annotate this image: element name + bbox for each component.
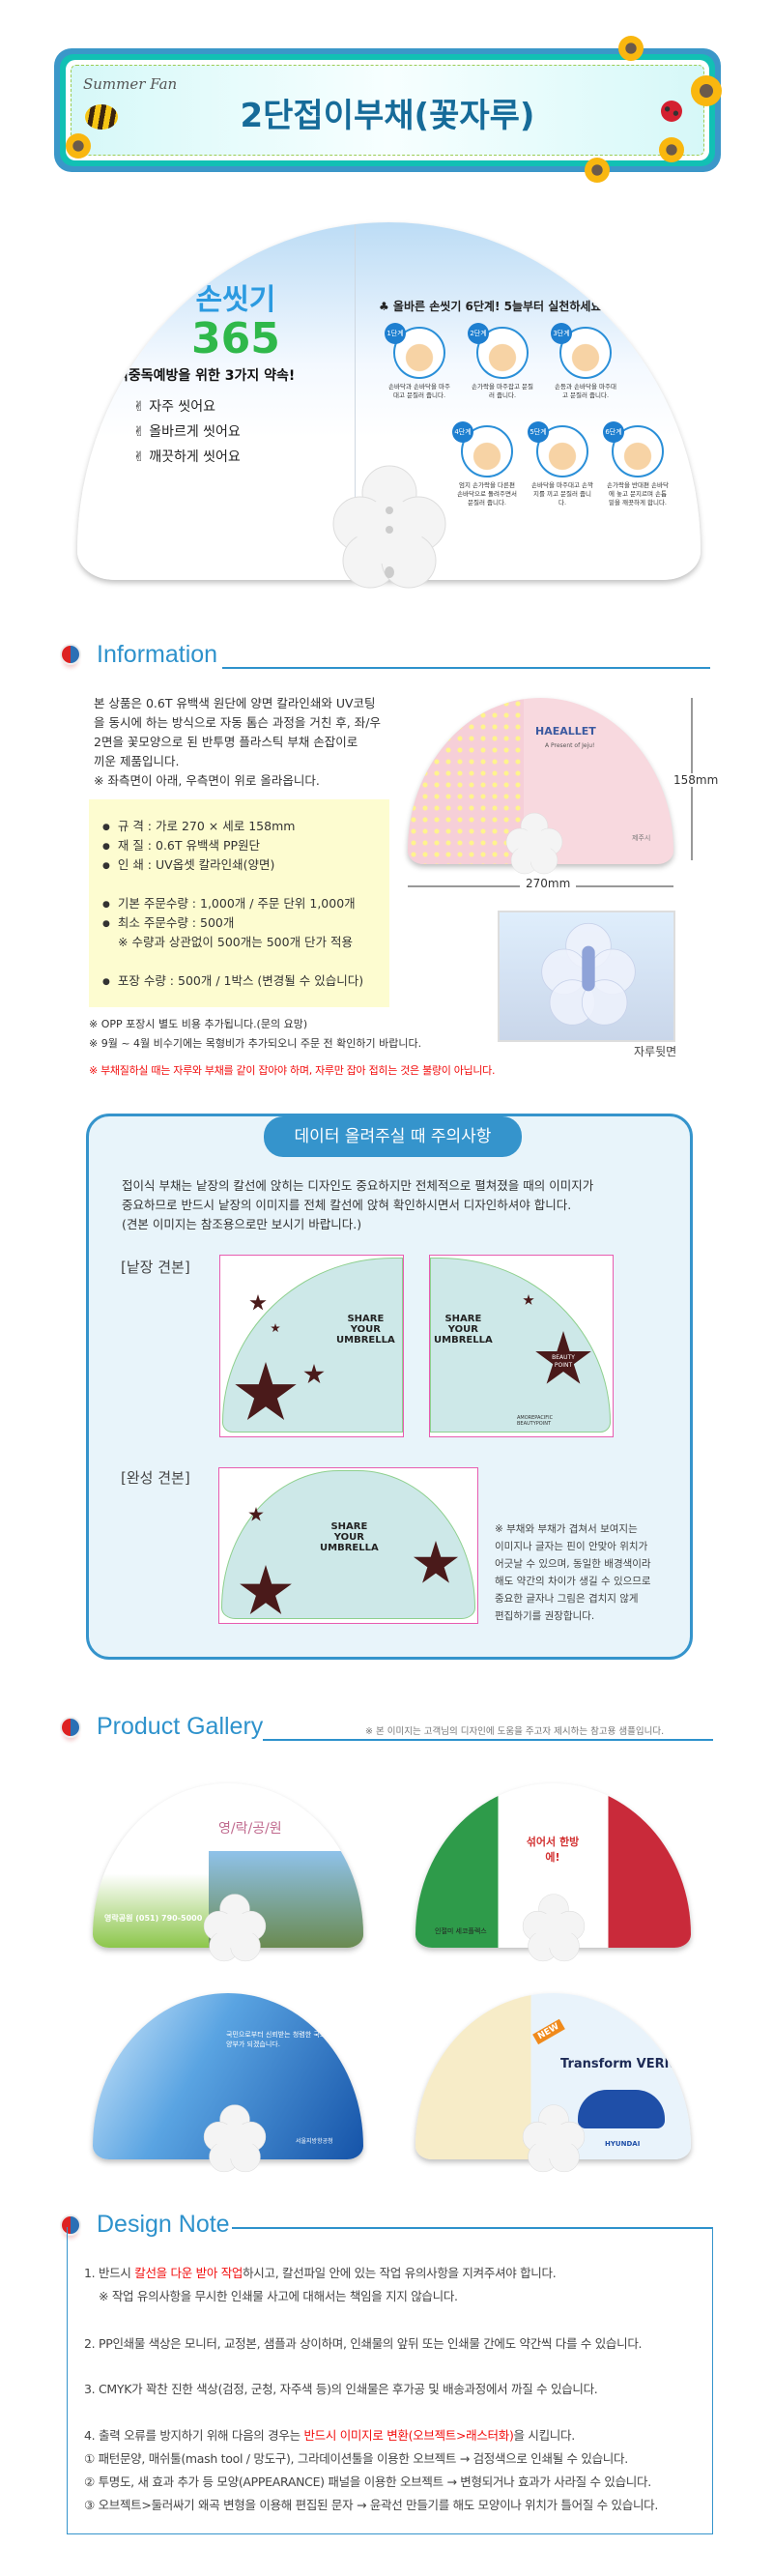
flower-handle-icon xyxy=(203,1894,267,1962)
hero-logo: 손씻기 365 xyxy=(191,283,280,363)
flower-handle-icon xyxy=(541,922,636,1026)
promise-item: ✌ 자주 씻어요 xyxy=(133,399,216,415)
divider xyxy=(263,1739,713,1741)
information-heading: Information xyxy=(97,641,218,668)
season-note: ※ 9월 ~ 4월 비수기에는 목형비가 추가되오니 주문 전 확인하기 바랍니… xyxy=(89,1037,422,1050)
design-note-item-1: 1. 반드시 칼선을 다운 받아 작업하시고, 칼선파일 안에 있는 작업 유의… xyxy=(84,2266,557,2280)
spec-size: 규 격 : 가로 270 × 세로 158mm xyxy=(102,817,296,838)
design-note-warning: ※ 작업 유의사항을 무시한 인쇄물 사고에 대해서는 책임을 지지 않습니다. xyxy=(99,2289,458,2303)
bee-icon xyxy=(85,104,118,130)
title-banner: Summer Fan 2단접이부채(꽃자루) xyxy=(54,48,721,172)
data-notice-title: 데이터 올려주실 때 주의사항 xyxy=(264,1116,522,1157)
spec-box: 규 격 : 가로 270 × 세로 158mm 재 질 : 0.6T 유백색 P… xyxy=(89,799,389,1007)
design-note-heading: Design Note xyxy=(97,2211,230,2238)
flower-handle-icon xyxy=(522,2104,586,2173)
sample-badge: BEAUTY POINT xyxy=(552,1354,575,1369)
spec-material: 재 질 : 0.6T 유백색 PP원단 xyxy=(102,836,260,857)
steps-title: ♣ 올바른 손씻기 6단계! 5늘부터 실천하세요! xyxy=(379,300,607,313)
section-icon xyxy=(60,644,81,665)
spec-order-qty: 기본 주문수량 : 1,000개 / 주문 단위 1,000개 xyxy=(102,894,356,915)
opp-note: ※ OPP 포장시 별도 비용 추가됩니다.(문의 요망) xyxy=(89,1018,308,1030)
promise-item: ✌ 올바르게 씻어요 xyxy=(133,424,241,440)
ladybug-icon xyxy=(661,101,682,122)
design-note-sub-1: ① 패턴문양, 매쉬툴(mash tool / 망도구), 그라데이션툴을 이용… xyxy=(84,2451,628,2466)
flower-handle-icon xyxy=(522,1894,586,1962)
sample-city: 제주시 xyxy=(632,834,651,842)
flower-handle-icon xyxy=(203,2104,267,2173)
handle-back-label: 자루뒷면 xyxy=(634,1045,677,1058)
design-note-box xyxy=(67,2227,713,2534)
height-label: 158mm xyxy=(673,773,719,787)
design-note-item-4: 4. 출력 오류를 방지하기 위해 다음의 경우는 반드시 이미지로 변환(오브… xyxy=(84,2428,575,2443)
spec-packing: 포장 수량 : 500개 / 1박스 (변경될 수 있습니다) xyxy=(102,971,363,993)
single-sample-label: [낱장 견본] xyxy=(121,1259,190,1276)
design-note-sub-2: ② 투명도, 새 효과 추가 등 모양(APPEARANCE) 패널을 이용한 … xyxy=(84,2475,651,2489)
width-label: 270mm xyxy=(520,877,577,890)
design-note-item-2: 2. PP인쇄물 색상은 모니터, 교정본, 샘플과 상이하며, 인쇄물의 앞뒤… xyxy=(84,2336,643,2351)
spec-print: 인 쇄 : UV옵셋 칼라인쇄(양면) xyxy=(102,855,275,877)
usage-warning: ※ 부채질하실 때는 자루와 부채를 같이 잡아야 하며, 자루만 잡아 접히는… xyxy=(89,1064,496,1077)
promise-item: ✌ 깨끗하게 씻어요 xyxy=(133,449,241,465)
hero-promise: 식중독예방을 위한 3가지 약속! xyxy=(116,368,296,384)
flower-handle-icon xyxy=(332,465,446,589)
data-notice-box: 데이터 올려주실 때 주의사항 접이식 부채는 낱장의 칼선에 앉히는 디자인도… xyxy=(86,1114,693,1660)
star-icon xyxy=(249,1294,267,1311)
section-icon xyxy=(60,1717,81,1738)
sample-tagline: A Present of Jeju! xyxy=(545,742,595,749)
spec-min-qty: 최소 주문수량 : 500개 xyxy=(102,913,235,935)
design-note-sub-3: ③ 오브젝트>둘러싸기 왜곡 변형을 이용해 편집된 문자 → 윤곽선 만들기를… xyxy=(84,2498,659,2512)
information-description: 본 상품은 0.6T 유백색 원단에 양면 칼라인쇄와 UV코팅 을 동시에 하… xyxy=(94,696,381,788)
sunflower-icon xyxy=(618,36,644,61)
hero-promise-list: ✌ 자주 씻어요 ✌ 올바르게 씻어요 ✌ 깨끗하게 씻어요 xyxy=(133,394,241,470)
spec-note: ※ 수량과 상관없이 500개는 500개 단가 적용 xyxy=(118,935,354,949)
complete-sample-label: [완성 견본] xyxy=(121,1469,190,1487)
section-icon xyxy=(60,2214,81,2236)
divider xyxy=(222,667,710,669)
sunflower-icon xyxy=(66,133,91,159)
star-icon xyxy=(271,1323,280,1333)
gallery-heading: Product Gallery xyxy=(97,1713,264,1740)
sunflower-icon xyxy=(691,75,722,106)
sample-brand: HAEALLET xyxy=(535,725,596,738)
page-title: 2단접이부채(꽃자루) xyxy=(240,97,535,135)
banner-subtitle: Summer Fan xyxy=(83,75,178,93)
gallery-note: ※ 본 이미지는 고객님의 디자인에 도움을 주고자 제시하는 참고용 샘플입니… xyxy=(365,1726,665,1737)
handle-back-photo xyxy=(498,911,675,1042)
data-notice-paragraph: 접이식 부채는 낱장의 칼선에 앉히는 디자인도 중요하지만 전체적으로 펼쳐졌… xyxy=(122,1178,594,1231)
flower-handle-icon xyxy=(505,812,563,875)
sunflower-icon xyxy=(659,137,684,162)
sunflower-icon xyxy=(585,158,610,183)
star-icon xyxy=(523,1294,534,1305)
design-note-item-3: 3. CMYK가 꽉찬 진한 색상(검정, 군청, 자주색 등)의 인쇄물은 후… xyxy=(84,2382,598,2396)
sample-brand: AMOREPACIFIC BEAUTYPOINT xyxy=(517,1415,554,1427)
divider xyxy=(232,2227,713,2229)
car-image xyxy=(578,2090,665,2128)
